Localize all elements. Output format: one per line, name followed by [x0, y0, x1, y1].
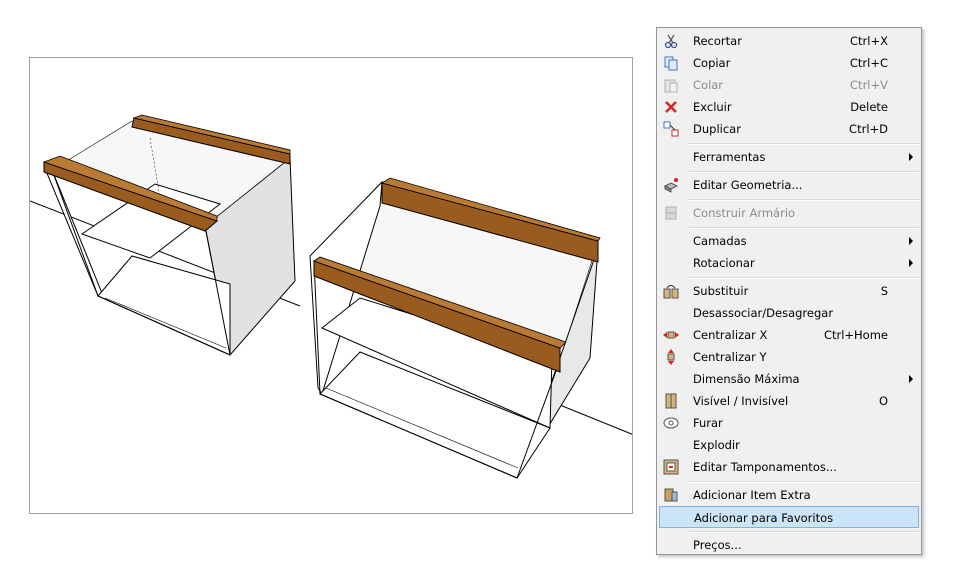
cabinet-left[interactable] — [42, 114, 296, 357]
menu-item-explodir[interactable]: Explodir — [693, 438, 740, 452]
visibility-icon — [663, 393, 679, 409]
menu-item-adicionar-item-extra[interactable]: Adicionar Item Extra — [659, 484, 919, 506]
menu-item-adicionar-favoritos[interactable]: Adicionar para Favoritos — [659, 506, 919, 528]
menu-separator — [689, 277, 919, 279]
build-cabinet-icon — [663, 205, 679, 221]
menu-separator — [689, 143, 919, 145]
menu-separator — [689, 199, 919, 201]
menu-item-rotacionar[interactable]: Rotacionar — [659, 252, 919, 274]
menu-item-camadas[interactable]: Camadas — [659, 230, 919, 252]
menu-item-construir-armario[interactable]: Construir Armário — [659, 202, 919, 224]
cabinets-scene — [30, 114, 632, 479]
context-menu: Recortar Ctrl+X Copiar Ctrl+C Colar Ctrl… — [656, 27, 922, 555]
menu-separator — [689, 531, 919, 533]
menu-item-recortar[interactable]: Recortar Ctrl+X — [659, 30, 919, 52]
drill-icon — [663, 415, 679, 431]
menu-separator — [689, 227, 919, 229]
menu-item-excluir[interactable]: Excluir Delete — [659, 96, 919, 118]
cabinet-right[interactable] — [309, 177, 601, 479]
edit-geometry-icon — [663, 177, 679, 193]
scissors-icon — [663, 33, 679, 49]
menu-item-editar-tamponamentos[interactable]: Editar Tamponamentos... — [659, 456, 919, 478]
menu-item-copiar[interactable]: Copiar Ctrl+C — [659, 52, 919, 74]
menu-item-furar[interactable]: Furar — [659, 412, 919, 434]
menu-separator — [689, 481, 919, 483]
add-extra-icon — [663, 487, 679, 503]
menu-separator — [689, 171, 919, 173]
center-y-icon — [663, 349, 679, 365]
menu-item-substituir[interactable]: Substituir S — [659, 280, 919, 302]
menu-item-editar-geometria[interactable]: Editar Geometria... — [659, 174, 919, 196]
menu-item-colar[interactable]: Colar Ctrl+V — [659, 74, 919, 96]
replace-icon — [663, 283, 679, 299]
menu-item-duplicar[interactable]: Duplicar Ctrl+D — [659, 118, 919, 140]
submenu-arrow-icon — [909, 153, 913, 161]
menu-item-centralizar-y[interactable]: Centralizar Y — [659, 346, 919, 368]
menu-item-precos[interactable]: Preços... — [693, 538, 742, 552]
menu-item-visivel-invisivel[interactable]: Visível / Invisível O — [659, 390, 919, 412]
duplicate-icon — [663, 121, 679, 137]
submenu-arrow-icon — [909, 375, 913, 383]
copy-icon — [663, 55, 679, 71]
menu-item-ferramentas[interactable]: Ferramentas — [659, 146, 919, 168]
delete-x-icon — [663, 99, 679, 115]
submenu-arrow-icon — [909, 259, 913, 267]
edit-panels-icon — [663, 459, 679, 475]
menu-item-dimensao-maxima[interactable]: Dimensão Máxima — [659, 368, 919, 390]
submenu-arrow-icon — [909, 237, 913, 245]
menu-item-centralizar-x[interactable]: Centralizar X Ctrl+Home — [659, 324, 919, 346]
3d-viewport[interactable] — [29, 57, 633, 514]
center-x-icon — [663, 327, 679, 343]
menu-item-desassociar[interactable]: Desassociar/Desagregar — [693, 306, 834, 320]
paste-icon — [663, 77, 679, 93]
